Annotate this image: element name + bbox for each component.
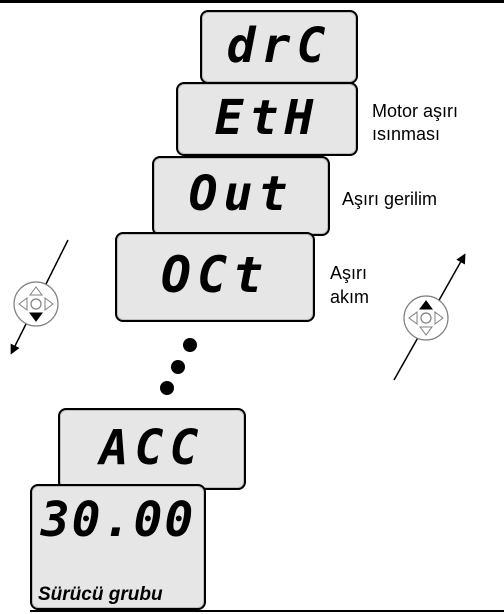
display-out: Out xyxy=(152,156,330,236)
display-acc-text: ACC xyxy=(99,420,205,476)
ellipsis-dot-3 xyxy=(160,381,174,395)
display-eth: EtH xyxy=(176,82,358,156)
label-eth-line2: ısınması xyxy=(372,124,441,144)
up-arrow-keypad-icon xyxy=(403,295,449,341)
label-out: Aşırı gerilim xyxy=(342,189,438,209)
ellipsis-dot-2 xyxy=(171,360,185,374)
label-oct-line2: akım xyxy=(330,287,370,307)
display-oct-text: OCt xyxy=(160,246,270,304)
display-value: 30.00 Sürücü grubu xyxy=(30,484,206,610)
display-value-text: 30.00 xyxy=(40,492,196,548)
down-arrow-keypad-icon xyxy=(13,281,59,327)
label-eth-line1: Motor aşırı xyxy=(372,101,459,121)
ellipsis-dot-1 xyxy=(183,338,197,352)
display-drc: drC xyxy=(200,10,358,84)
label-oct-line1: Aşırı xyxy=(330,263,368,283)
display-drc-text: drC xyxy=(226,18,332,74)
display-eth-text: EtH xyxy=(214,90,320,146)
bottom-border xyxy=(30,610,504,612)
top-border xyxy=(0,0,504,3)
group-caption: Sürücü grubu xyxy=(38,584,163,605)
display-out-text: Out xyxy=(188,166,294,222)
display-oct: OCt xyxy=(115,232,315,322)
